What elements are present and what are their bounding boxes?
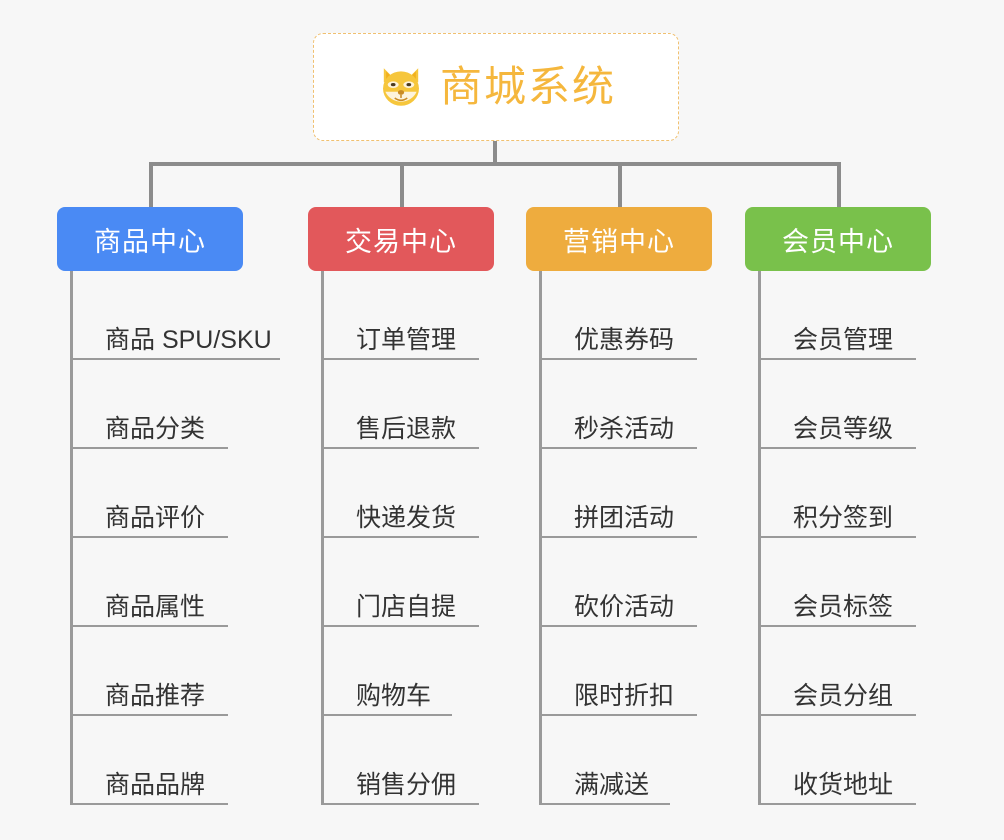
list-item-label: 销售分佣 — [356, 771, 457, 800]
list-item-label: 商品评价 — [105, 504, 206, 533]
list-item[interactable]: 砍价活动 — [542, 538, 776, 627]
leaf-underline — [761, 536, 916, 538]
leaf-underline — [73, 536, 228, 538]
leaf-underline — [324, 447, 479, 449]
list-item[interactable]: 拼团活动 — [542, 449, 776, 538]
connector-drop-member-center — [837, 162, 841, 208]
list-item-label: 会员标签 — [793, 593, 894, 622]
list-item-label: 秒杀活动 — [574, 415, 675, 444]
leaf-underline — [73, 803, 228, 805]
list-item-label: 订单管理 — [356, 326, 457, 355]
list-item-label: 会员管理 — [793, 326, 894, 355]
list-item[interactable]: 快递发货 — [324, 449, 558, 538]
leaf-list-marketing-center: 优惠券码 秒杀活动 拼团活动 砍价活动 限时折扣 满减送 — [539, 271, 776, 805]
root-title: 商城系统 — [439, 63, 616, 110]
list-item[interactable]: 商品评价 — [73, 449, 317, 538]
leaf-underline — [761, 625, 916, 627]
category-label: 商品中心 — [94, 226, 206, 257]
leaf-underline — [761, 358, 916, 360]
list-item-label: 优惠券码 — [574, 326, 675, 355]
column-marketing-center: 营销中心 优惠券码 秒杀活动 拼团活动 砍价活动 限时折扣 — [526, 207, 776, 805]
list-item-label: 商品属性 — [105, 593, 206, 622]
list-item[interactable]: 商品推荐 — [73, 627, 317, 716]
list-item[interactable]: 商品 SPU/SKU — [73, 271, 317, 360]
list-item-label: 商品分类 — [105, 415, 206, 444]
connector-drop-marketing-center — [618, 162, 622, 208]
leaf-list-trade-center: 订单管理 售后退款 快递发货 门店自提 购物车 销售分佣 — [321, 271, 558, 805]
leaf-underline — [324, 803, 479, 805]
list-item[interactable]: 积分签到 — [761, 449, 995, 538]
list-item[interactable]: 门店自提 — [324, 538, 558, 627]
list-item[interactable]: 优惠券码 — [542, 271, 776, 360]
list-item[interactable]: 满减送 — [542, 716, 776, 805]
list-item-label: 砍价活动 — [574, 593, 675, 622]
leaf-underline — [542, 447, 697, 449]
list-item[interactable]: 会员分组 — [761, 627, 995, 716]
leaf-underline — [324, 625, 479, 627]
list-item[interactable]: 售后退款 — [324, 360, 558, 449]
category-label: 交易中心 — [345, 226, 457, 257]
list-item-label: 商品 SPU/SKU — [105, 326, 272, 355]
list-item-label: 商品品牌 — [105, 771, 206, 800]
list-item-label: 拼团活动 — [574, 504, 675, 533]
list-item[interactable]: 购物车 — [324, 627, 558, 716]
list-item[interactable]: 订单管理 — [324, 271, 558, 360]
list-item[interactable]: 销售分佣 — [324, 716, 558, 805]
list-item-label: 满减送 — [574, 771, 650, 800]
category-box-member-center[interactable]: 会员中心 — [745, 207, 931, 271]
list-item-label: 门店自提 — [356, 593, 457, 622]
leaf-underline — [324, 714, 452, 716]
list-item[interactable]: 商品分类 — [73, 360, 317, 449]
list-item[interactable]: 商品属性 — [73, 538, 317, 627]
list-item-label: 商品推荐 — [105, 682, 206, 711]
column-trade-center: 交易中心 订单管理 售后退款 快递发货 门店自提 购物车 — [308, 207, 558, 805]
column-product-center: 商品中心 商品 SPU/SKU 商品分类 商品评价 商品属性 商品推荐 — [57, 207, 317, 805]
connector-horizontal-bus — [149, 162, 840, 166]
list-item-label: 售后退款 — [356, 415, 457, 444]
category-label: 会员中心 — [782, 226, 894, 257]
list-item-label: 快递发货 — [356, 504, 457, 533]
list-item-label: 会员等级 — [793, 415, 894, 444]
list-item[interactable]: 会员等级 — [761, 360, 995, 449]
connector-drop-product-center — [149, 162, 153, 208]
leaf-underline — [542, 714, 697, 716]
list-item-label: 收货地址 — [793, 771, 894, 800]
connector-root-stem — [493, 141, 497, 165]
column-member-center: 会员中心 会员管理 会员等级 积分签到 会员标签 会员分组 — [745, 207, 995, 805]
category-box-trade-center[interactable]: 交易中心 — [308, 207, 494, 271]
leaf-underline — [542, 536, 697, 538]
leaf-underline — [761, 714, 916, 716]
shiba-dog-face-icon — [383, 68, 419, 106]
list-item[interactable]: 收货地址 — [761, 716, 995, 805]
leaf-underline — [324, 536, 479, 538]
leaf-underline — [73, 625, 228, 627]
leaf-underline — [542, 803, 670, 805]
category-label: 营销中心 — [563, 226, 675, 257]
category-box-marketing-center[interactable]: 营销中心 — [526, 207, 712, 271]
list-item-label: 积分签到 — [793, 504, 894, 533]
leaf-underline — [73, 447, 228, 449]
category-box-product-center[interactable]: 商品中心 — [57, 207, 243, 271]
list-item[interactable]: 会员管理 — [761, 271, 995, 360]
leaf-underline — [542, 358, 697, 360]
leaf-underline — [761, 447, 916, 449]
leaf-list-member-center: 会员管理 会员等级 积分签到 会员标签 会员分组 收货地址 — [758, 271, 995, 805]
list-item[interactable]: 秒杀活动 — [542, 360, 776, 449]
list-item[interactable]: 商品品牌 — [73, 716, 317, 805]
connector-drop-trade-center — [400, 162, 404, 208]
list-item-label: 会员分组 — [793, 682, 894, 711]
leaf-underline — [542, 625, 697, 627]
root-node[interactable]: 商城系统 — [313, 33, 679, 141]
leaf-list-product-center: 商品 SPU/SKU 商品分类 商品评价 商品属性 商品推荐 商品品牌 — [70, 271, 317, 805]
list-item-label: 购物车 — [356, 682, 432, 711]
leaf-underline — [73, 358, 280, 360]
list-item[interactable]: 会员标签 — [761, 538, 995, 627]
list-item-label: 限时折扣 — [574, 682, 675, 711]
list-item[interactable]: 限时折扣 — [542, 627, 776, 716]
leaf-underline — [761, 803, 916, 805]
leaf-underline — [324, 358, 479, 360]
leaf-underline — [73, 714, 228, 716]
